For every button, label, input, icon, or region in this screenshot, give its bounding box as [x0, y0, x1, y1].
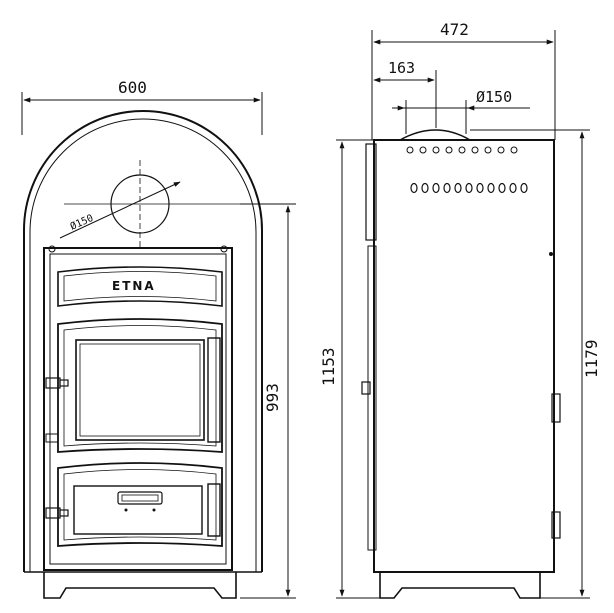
side-flue-offset-label: 163 — [388, 59, 415, 77]
front-view: 600 Ø150 ETNA — [21, 78, 296, 599]
side-depth-label: 472 — [440, 20, 469, 39]
side-base — [379, 572, 541, 599]
side-flue-collar — [399, 129, 471, 141]
fire-door — [45, 318, 223, 453]
side-flue-dimension: Ø150 — [392, 88, 530, 134]
front-width-label: 600 — [118, 78, 147, 97]
vent-row-top — [406, 146, 518, 154]
ash-door — [45, 462, 223, 547]
brand-label: ETNA — [112, 279, 156, 293]
front-arched-casing — [23, 110, 263, 572]
side-view: 472 163 Ø150 — [319, 20, 601, 599]
side-height-dimension-1179: 1179 — [470, 129, 601, 599]
front-height-dimension: 993 — [240, 203, 296, 599]
side-body — [373, 139, 555, 573]
vent-row-bottom — [410, 182, 528, 194]
side-depth-dimension: 472 — [371, 20, 556, 140]
front-height-label: 993 — [263, 383, 282, 412]
side-flue-label: Ø150 — [476, 88, 512, 106]
front-base — [24, 571, 262, 599]
front-width-dimension: 600 — [21, 78, 263, 135]
brand-plate: ETNA — [57, 266, 223, 307]
front-door-frame — [43, 247, 233, 571]
side-height-dimension-1153: 1153 — [319, 139, 382, 599]
side-height-label-1153: 1153 — [319, 347, 338, 386]
front-flue-label: Ø150 — [68, 212, 95, 233]
side-height-label-1179: 1179 — [582, 339, 601, 378]
side-flue-offset-dimension: 163 — [373, 59, 437, 128]
